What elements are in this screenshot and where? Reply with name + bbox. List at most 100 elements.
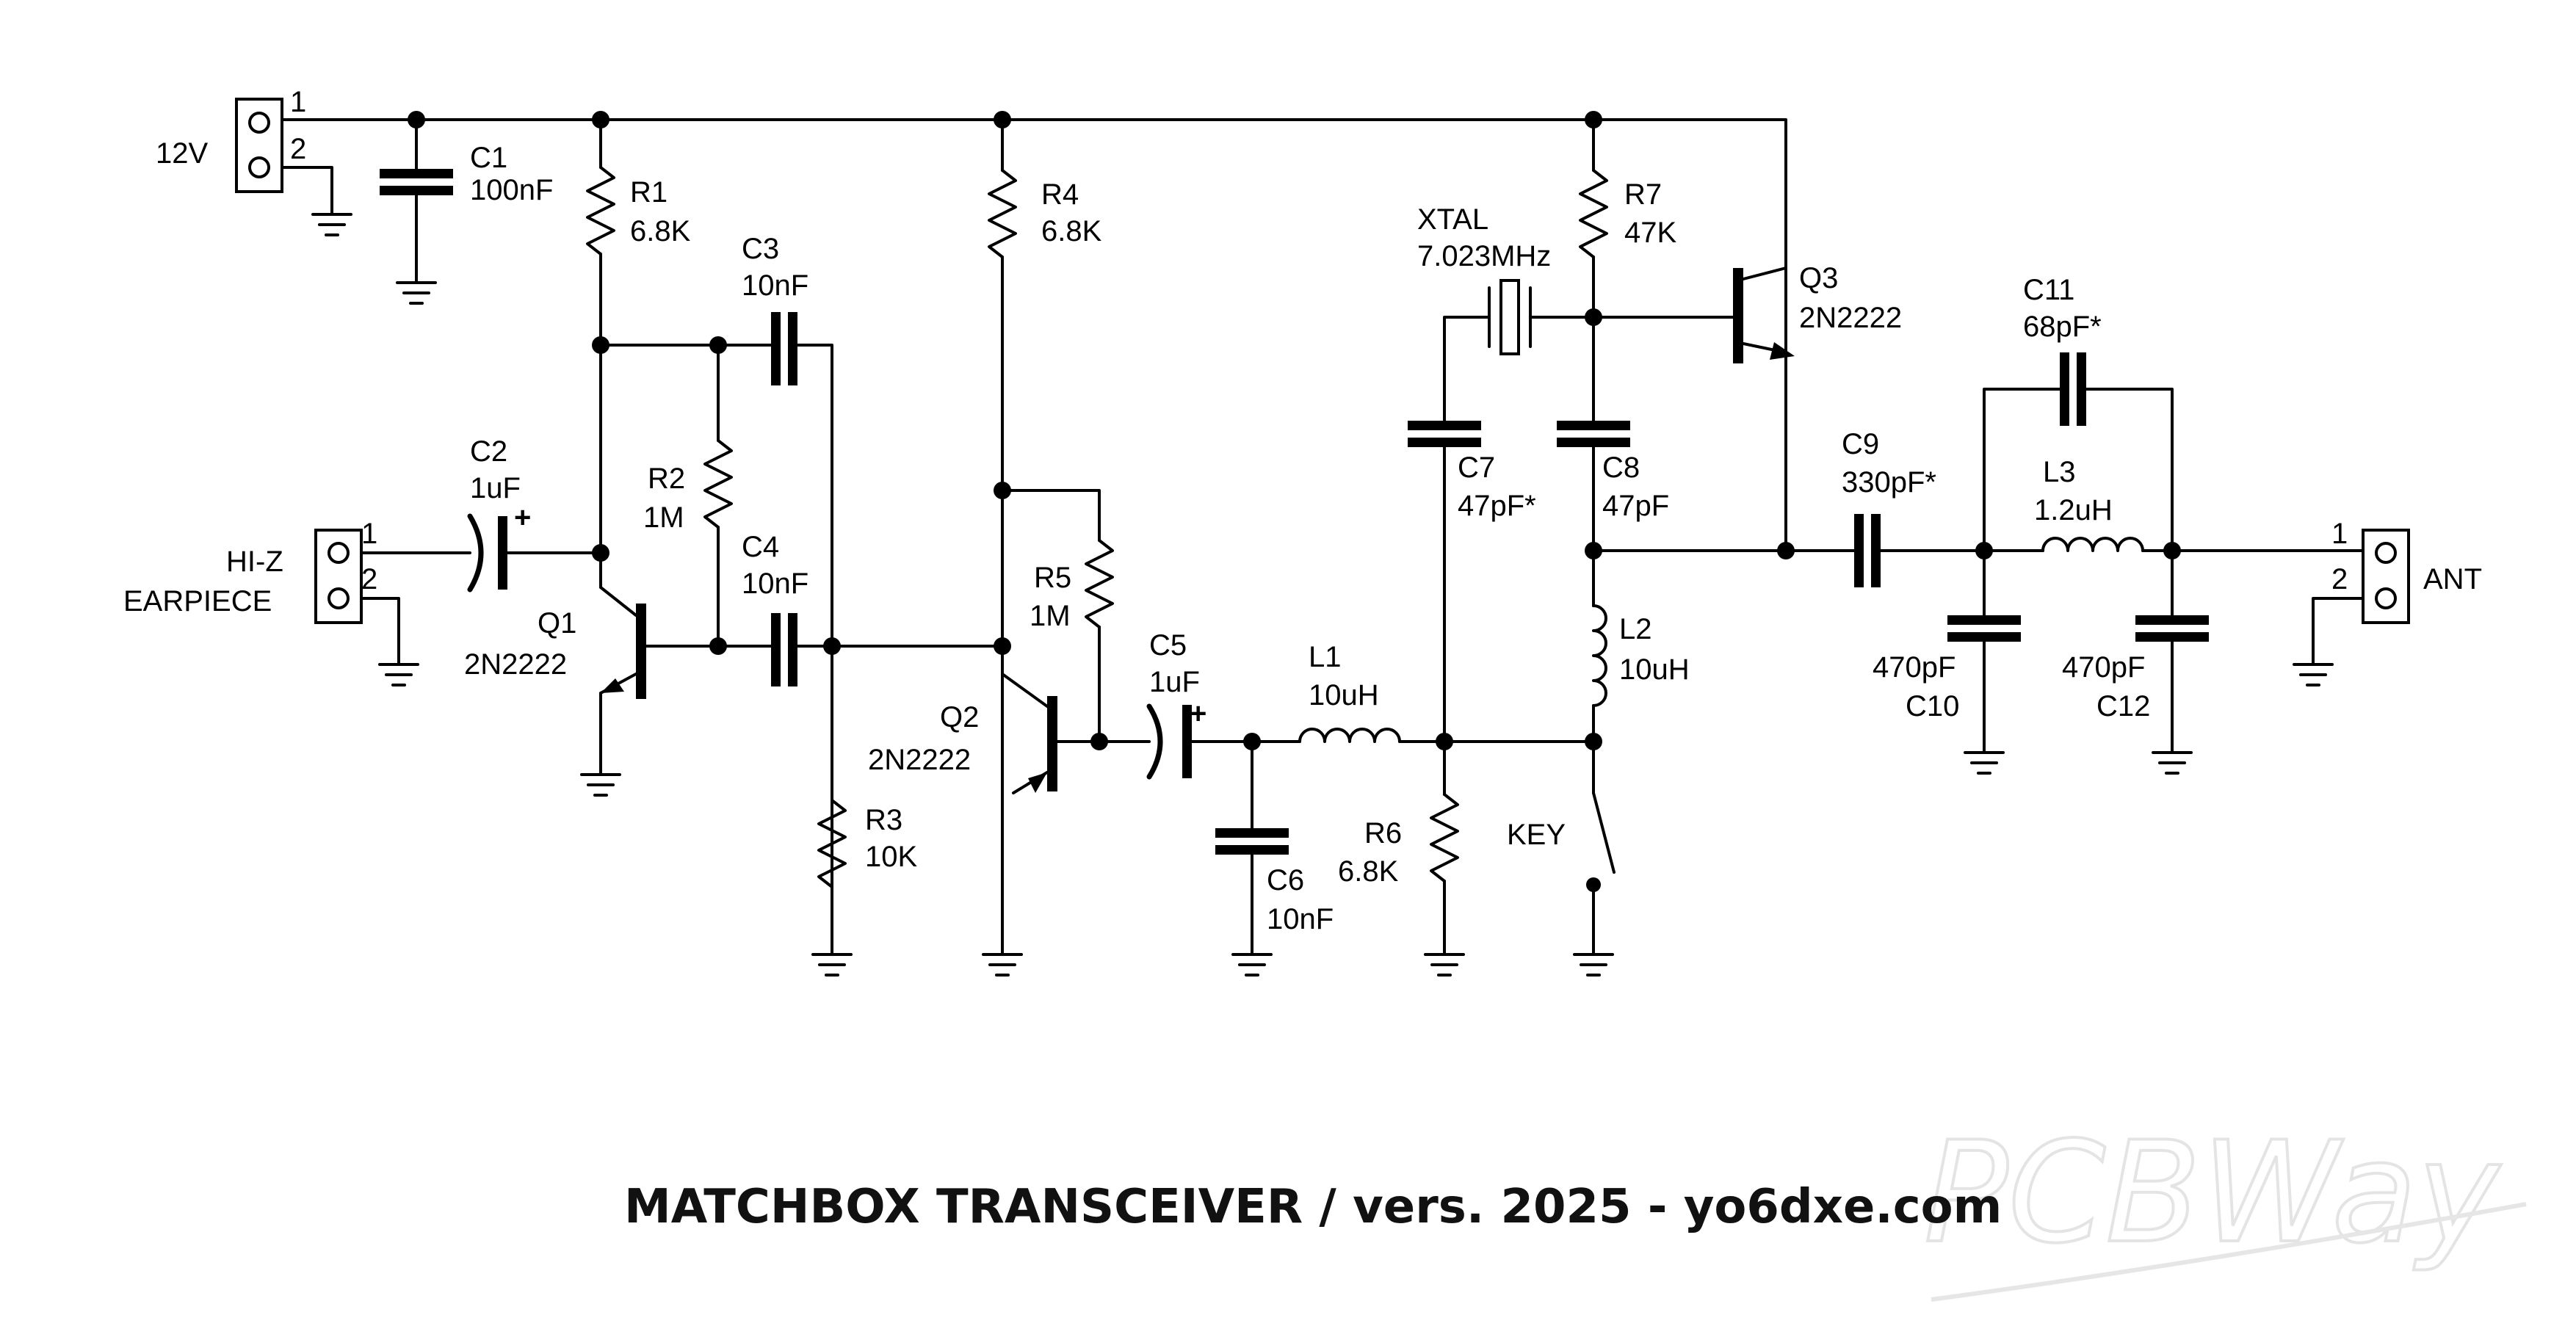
transistor-q2: Q2 2N2222 (868, 673, 1101, 977)
r3-ref: R3 (865, 804, 902, 836)
earpiece-pin2-label: 2 (361, 563, 377, 595)
c11-value: 68pF* (2023, 311, 2102, 343)
resistor-r3: R3 10K (811, 799, 917, 977)
transistor-q3: Q3 2N2222 (1592, 262, 1902, 552)
c3-value: 10nF (742, 269, 808, 302)
r7-value: 47K (1624, 217, 1676, 249)
c3-ref: C3 (742, 233, 779, 265)
transistor-q1: Q1 2N2222 (464, 586, 773, 797)
q1-value: 2N2222 (464, 648, 567, 681)
xtal-ref: XTAL (1417, 203, 1488, 236)
q2-value: 2N2222 (868, 744, 971, 776)
resistor-r1: R1 6.8K (586, 118, 691, 347)
capacitor-c10: 470pF C10 (1873, 549, 2021, 775)
junction-dots (408, 111, 2181, 892)
antenna-pin2-label: 2 (2331, 563, 2348, 595)
c5-ref: C5 (1149, 629, 1187, 662)
resistor-r6: R6 6.8K (1338, 740, 1465, 977)
c2-polarity: + (514, 501, 531, 534)
antenna-connector-label: ANT (2423, 563, 2482, 595)
r4-ref: R4 (1041, 178, 1079, 211)
q2-ref: Q2 (940, 701, 979, 733)
r2-ref: R2 (648, 463, 685, 495)
pcbway-watermark: PCBWay (1922, 1110, 2527, 1302)
l2-value: 10uH (1619, 653, 1690, 686)
c12-value: 470pF (2062, 651, 2145, 684)
capacitor-c3: C3 10nF (742, 233, 833, 956)
ground-symbol (311, 213, 352, 236)
q3-value: 2N2222 (1799, 302, 1902, 334)
antenna-connector: 1 2 ANT (2331, 518, 2482, 624)
c9-ref: C9 (1842, 428, 1879, 460)
crystal-xtal: XTAL 7.023MHz (1417, 203, 1595, 355)
c8-ref: C8 (1602, 452, 1640, 484)
power-pin2-label: 2 (290, 133, 306, 165)
c10-ref: C10 (1906, 690, 1959, 722)
c11-ref: C11 (2023, 274, 2074, 306)
schematic-title: MATCHBOX TRANSCEIVER / vers. 2025 - yo6d… (624, 1180, 2002, 1234)
antenna-pin1-label: 1 (2331, 518, 2348, 550)
capacitor-c4: C4 10nF (742, 531, 1004, 686)
power-connector-label: 12V (156, 137, 208, 170)
inductor-l2: L2 10uH (1592, 549, 1690, 794)
c5-polarity: + (1190, 698, 1206, 730)
r6-value: 6.8K (1338, 855, 1399, 888)
key-label: KEY (1507, 819, 1566, 851)
capacitor-c7: C7 47pF* (1408, 316, 1536, 743)
c4-value: 10nF (742, 568, 808, 600)
c5-value: 1uF (1149, 666, 1200, 698)
capacitor-c11: C11 68pF* (1983, 274, 2174, 552)
r4-value: 6.8K (1041, 215, 1102, 247)
earpiece-label-line2: EARPIECE (123, 585, 272, 617)
r5-value: 1M (1030, 600, 1071, 632)
capacitor-c6: C6 10nF (1215, 740, 1334, 977)
r3-value: 10K (865, 841, 917, 873)
inductor-l3: L3 1.2uH (2034, 456, 2365, 552)
capacitor-c12: 470pF C12 (2062, 549, 2209, 775)
c8-value: 47pF (1602, 490, 1669, 522)
c1-value: 100nF (470, 174, 553, 206)
capacitor-c2: + C2 1uF (360, 435, 602, 593)
r1-value: 6.8K (630, 215, 691, 247)
resistor-r5: R5 1M (1001, 489, 1114, 743)
power-pin1-label: 1 (290, 86, 306, 118)
r5-ref: R5 (1034, 562, 1071, 594)
capacitor-c9: C9 330pF* (1842, 428, 2044, 587)
q3-ref: Q3 (1799, 262, 1838, 294)
c2-ref: C2 (470, 435, 507, 468)
capacitor-c8: C8 47pF (1557, 421, 1669, 607)
c12-ref: C12 (2096, 690, 2150, 722)
inductor-l1: L1 10uH (1298, 641, 1593, 743)
svg-text:PCBWay: PCBWay (1924, 1112, 2501, 1274)
capacitor-c5: + C5 1uF (1098, 629, 1301, 780)
l1-value: 10uH (1309, 679, 1379, 711)
resistor-r7: R7 47K (1579, 118, 1676, 424)
c9-value: 330pF* (1842, 466, 1936, 499)
key-switch: KEY (1507, 791, 1616, 977)
c4-ref: C4 (742, 531, 779, 563)
q1-ref: Q1 (538, 607, 576, 639)
earpiece-pin1-label: 1 (361, 518, 377, 550)
c2-value: 1uF (470, 472, 521, 504)
l2-ref: L2 (1619, 613, 1652, 645)
c10-value: 470pF (1873, 651, 1955, 684)
earpiece-connector: 1 2 HI-Z EARPIECE (123, 518, 377, 624)
c6-value: 10nF (1267, 903, 1334, 935)
earpiece-label-line1: HI-Z (226, 546, 283, 578)
r2-value: 1M (643, 501, 684, 534)
r6-ref: R6 (1364, 817, 1402, 849)
c6-ref: C6 (1267, 864, 1304, 896)
c7-value: 47pF* (1458, 490, 1536, 522)
r1-ref: R1 (630, 176, 667, 209)
resistor-r2: R2 1M (643, 344, 733, 648)
resistor-r4: R4 6.8K (988, 118, 1102, 648)
c7-ref: C7 (1458, 452, 1495, 484)
l3-ref: L3 (2043, 456, 2076, 488)
xtal-value: 7.023MHz (1417, 240, 1551, 272)
l3-value: 1.2uH (2034, 494, 2113, 526)
c1-ref: C1 (470, 142, 507, 174)
capacitor-c1: C1 100nF (380, 118, 553, 305)
r7-ref: R7 (1624, 178, 1662, 211)
power-connector: 1 2 12V (156, 86, 306, 193)
